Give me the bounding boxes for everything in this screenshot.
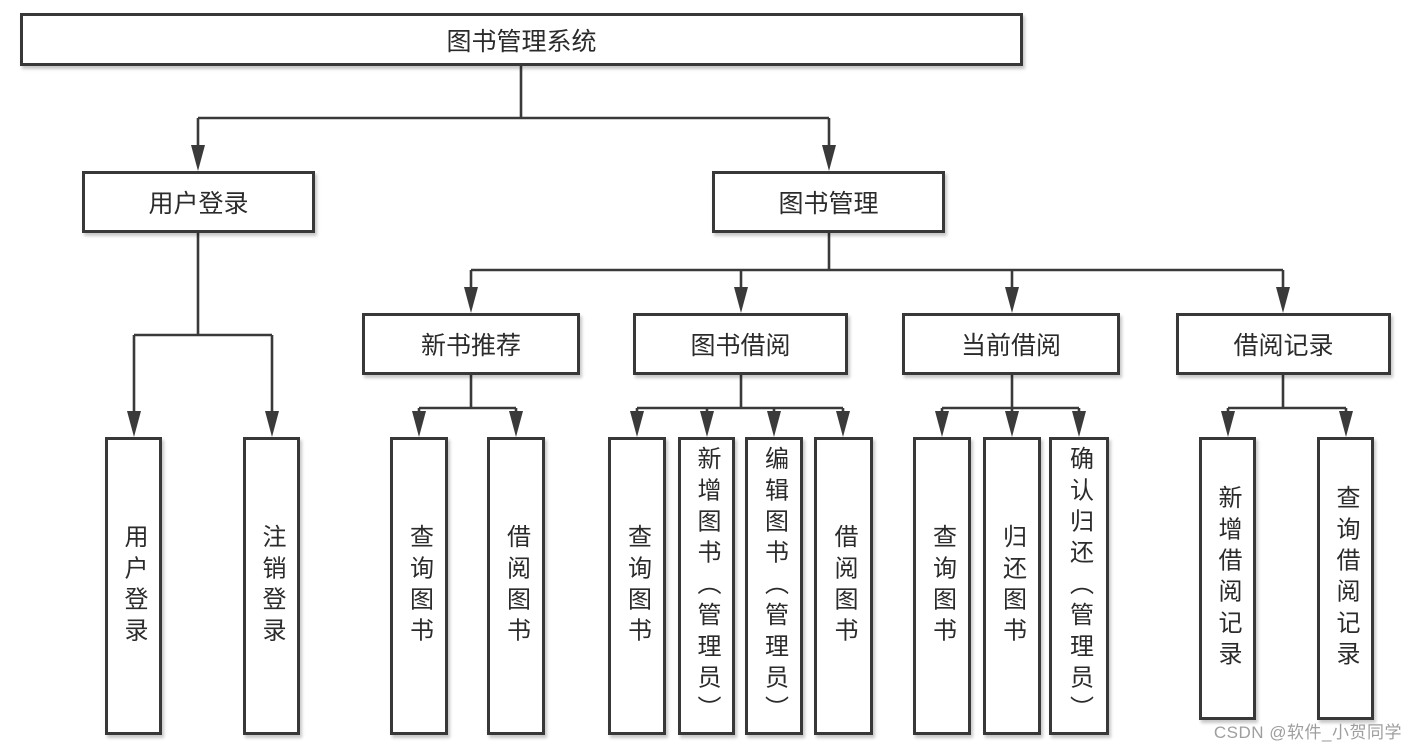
leaf-query-books-2: 查询图书 <box>608 437 666 735</box>
leaf-add-book-admin: 新增图书（管理员） <box>678 437 735 735</box>
leaf-add-borrow-record: 新增借阅记录 <box>1199 437 1256 720</box>
node-label: 图书管理系统 <box>446 27 597 56</box>
node-book-management: 图书管理 <box>712 171 945 233</box>
leaf-query-borrow-record: 查询借阅记录 <box>1317 437 1374 720</box>
node-current-borrowing: 当前借阅 <box>902 313 1120 375</box>
node-label: 注销登录 <box>258 523 285 649</box>
node-label: 借阅图书 <box>502 523 530 649</box>
node-label: 查询图书 <box>623 523 651 649</box>
node-root-system: 图书管理系统 <box>20 13 1023 66</box>
node-label: 查询图书 <box>405 523 433 649</box>
node-label: 新增图书（管理员） <box>693 445 720 727</box>
leaf-return-book: 归还图书 <box>983 437 1041 735</box>
node-label: 图书管理 <box>778 190 879 218</box>
leaf-user-login: 用户登录 <box>105 437 162 735</box>
node-user-login: 用户登录 <box>82 171 315 233</box>
node-borrowing-records: 借阅记录 <box>1176 313 1391 375</box>
node-label: 当前借阅 <box>960 332 1061 360</box>
leaf-borrow-books-1: 借阅图书 <box>487 437 545 735</box>
node-label: 借阅记录 <box>1233 332 1334 360</box>
leaf-borrow-books-2: 借阅图书 <box>814 437 873 735</box>
node-label: 借阅图书 <box>830 523 857 649</box>
leaf-edit-book-admin: 编辑图书（管理员） <box>745 437 803 735</box>
node-label: 归还图书 <box>998 523 1026 649</box>
csdn-watermark: CSDN @软件_小贺同学 <box>1213 723 1402 742</box>
node-label: 确认归还（管理员） <box>1065 445 1093 727</box>
node-label: 图书借阅 <box>690 332 791 360</box>
node-label: 查询借阅记录 <box>1332 484 1359 673</box>
node-label: 新书推荐 <box>420 332 521 360</box>
leaf-query-books-3: 查询图书 <box>913 437 971 735</box>
node-label: 编辑图书（管理员） <box>760 445 788 727</box>
node-label: 用户登录 <box>148 190 249 218</box>
leaf-query-books-1: 查询图书 <box>390 437 448 735</box>
leaf-logout: 注销登录 <box>243 437 300 735</box>
node-label: 新增借阅记录 <box>1214 484 1241 673</box>
node-label: 查询图书 <box>928 523 956 649</box>
leaf-confirm-return-admin: 确认归还（管理员） <box>1049 437 1109 735</box>
node-new-book-recommendation: 新书推荐 <box>362 313 580 375</box>
node-label: 用户登录 <box>120 523 147 649</box>
node-book-borrowing: 图书借阅 <box>633 313 848 375</box>
